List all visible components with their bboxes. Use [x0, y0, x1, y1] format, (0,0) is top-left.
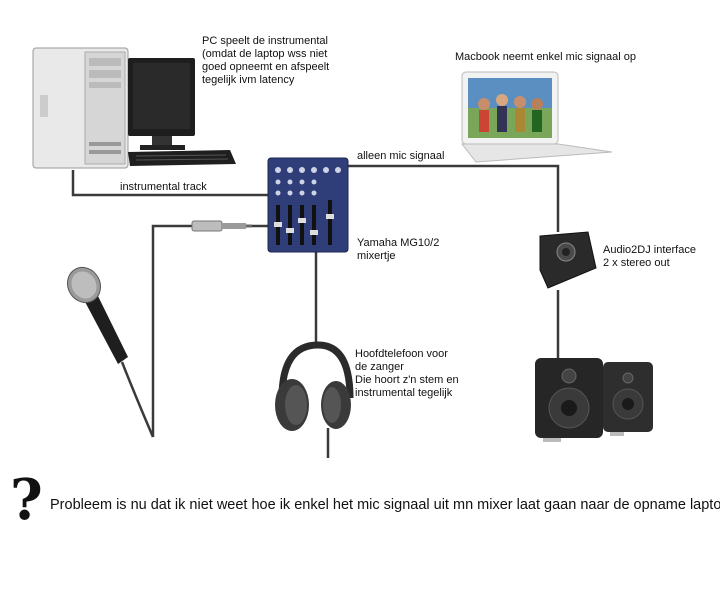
- pc-label: PC speelt de instrumental (omdat de lapt…: [202, 35, 330, 86]
- audio-interface-label: Audio2DJ interface 2 x stereo out: [603, 244, 696, 269]
- jack-plug-icon: [191, 220, 252, 232]
- instrumental-track-label: instrumental track: [120, 181, 207, 193]
- microphone-icon: [66, 266, 155, 438]
- macbook-label: Macbook neemt enkel mic signaal op: [455, 51, 636, 63]
- mixer-icon: [267, 157, 349, 253]
- headphones-label: Hoofdtelefoon voor de zanger Die hoort z…: [355, 348, 459, 399]
- headphones-icon: [275, 341, 354, 431]
- monitor-icon: [128, 58, 195, 150]
- cable-pc-to-mixer: [71, 170, 268, 197]
- mixer-label: Yamaha MG10/2 mixertje: [357, 237, 440, 262]
- cables: [71, 164, 560, 458]
- question-mark: ?: [10, 467, 43, 533]
- cable-mic-to-mixer: [151, 224, 268, 437]
- problem-statement: Probleem is nu dat ik niet weet hoe ik e…: [50, 497, 720, 513]
- audio-interface-icon: [539, 231, 597, 289]
- speakers-icon: [535, 358, 653, 442]
- keyboard-icon: [128, 150, 236, 166]
- pc-tower-icon: [32, 47, 129, 169]
- mic-signal-label: alleen mic signaal: [357, 150, 445, 162]
- laptop-icon: [460, 71, 613, 163]
- cable-mixer-to-laptop: [348, 164, 560, 232]
